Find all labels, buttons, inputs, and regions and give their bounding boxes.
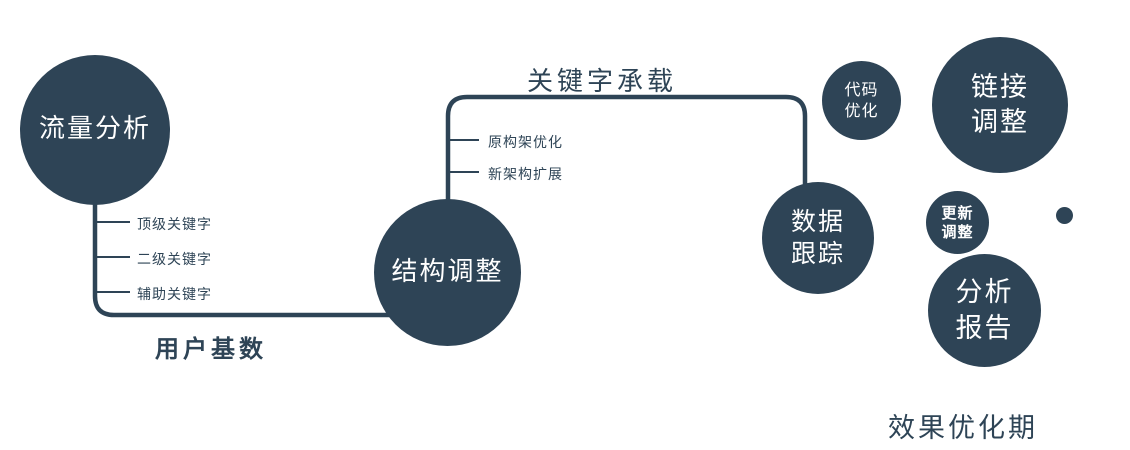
node-traffic-analysis: 流量分析 [20, 55, 170, 205]
tick-label-new-arch: 新架构扩展 [488, 167, 563, 183]
node-label-line: 更新 [941, 203, 974, 222]
node-update-adjust: 更新 调整 [926, 191, 989, 254]
node-label-line: 链接 [971, 71, 1029, 103]
small-dot-marker [1056, 207, 1073, 224]
node-structure-adjust: 结构调整 [374, 199, 521, 346]
tick-label-original-arch: 原构架优化 [488, 135, 563, 151]
node-label-line: 代码 [844, 79, 879, 99]
node-data-tracking: 数据 跟踪 [762, 182, 874, 294]
node-label-line: 报告 [955, 312, 1014, 344]
node-label: 流量分析 [38, 114, 151, 145]
edge-keyword-carry-line [445, 94, 808, 215]
tick-marks-traffic [95, 221, 130, 293]
node-code-optimize: 代码 优化 [822, 61, 901, 140]
tick-label-top-keywords: 顶级关键字 [137, 217, 212, 233]
node-label-line: 调整 [941, 222, 974, 241]
node-analysis-report: 分析 报告 [928, 254, 1041, 367]
tick-marks-structure [448, 139, 479, 173]
edge-label-keyword-carry: 关键字承载 [527, 67, 678, 97]
tick-label-aux-keywords: 辅助关键字 [137, 287, 212, 303]
caption-effect-optimization-period: 效果优化期 [888, 413, 1038, 444]
edge-user-base-line [92, 190, 395, 318]
edge-label-user-base: 用户基数 [155, 335, 267, 363]
node-label-line: 数据 [790, 206, 845, 236]
node-label: 结构调整 [391, 256, 504, 287]
node-label-line: 分析 [955, 277, 1014, 309]
node-label-line: 优化 [844, 100, 879, 120]
node-link-adjust: 链接 调整 [932, 37, 1068, 173]
node-label-line: 调整 [971, 107, 1029, 138]
tick-label-second-keywords: 二级关键字 [137, 252, 212, 268]
node-label-line: 跟踪 [790, 239, 845, 268]
